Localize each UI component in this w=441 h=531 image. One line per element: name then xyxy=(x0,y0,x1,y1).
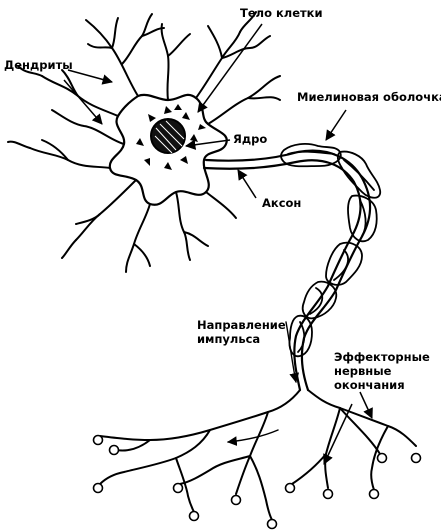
impulse-direction-arrows xyxy=(227,321,300,446)
axon-label: Аксон xyxy=(262,196,302,210)
effector-endings-label-line1: Эффекторные xyxy=(334,350,430,364)
myelin-sheath-label: Миелиновая оболочка xyxy=(297,90,441,104)
cell-body-label: Тело клетки xyxy=(240,6,323,20)
dendrites xyxy=(7,11,281,273)
dendrites-label: Дендриты xyxy=(4,58,73,72)
impulse-direction-label-line1: Направление xyxy=(197,318,286,332)
effector-endings-label-line2: нервные xyxy=(334,364,392,378)
impulse-direction-label-line2: импульса xyxy=(197,332,261,346)
leader-lines xyxy=(63,23,373,465)
effector-endings-label-line3: окончания xyxy=(334,378,405,392)
nucleus-label: Ядро xyxy=(233,132,268,146)
myelin-sheath xyxy=(280,143,382,358)
cell-body xyxy=(108,93,228,206)
cell-body-arrowheads xyxy=(136,104,206,170)
nucleus xyxy=(150,118,186,154)
terminal-end-bulbs xyxy=(92,434,422,530)
